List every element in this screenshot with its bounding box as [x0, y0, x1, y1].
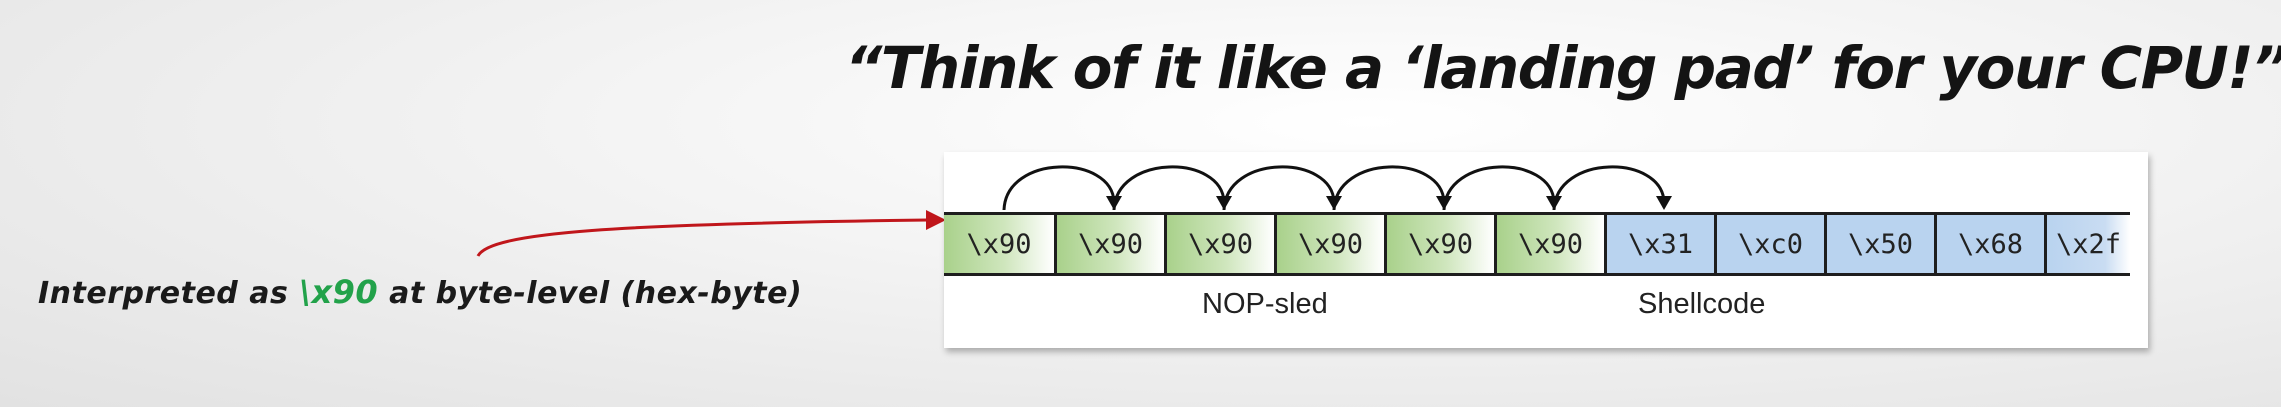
pointer-arrow-head: [926, 210, 946, 230]
nop-byte-cell: \x90: [1274, 215, 1384, 273]
memory-diagram: \x90\x90\x90\x90\x90\x90\x31\xc0\x50\x68…: [944, 152, 2148, 348]
nop-sled-label: NOP-sled: [1202, 288, 1328, 320]
byte-level-caption: Interpreted as \x90 at byte-level (hex-b…: [38, 270, 802, 316]
jump-arrow: [1332, 165, 1452, 211]
nop-byte-cell: \x90: [1384, 215, 1494, 273]
jump-arrow: [1112, 165, 1232, 211]
jump-arcs: [1002, 165, 1672, 211]
caption-prefix: Interpreted as: [38, 276, 300, 311]
jump-arrow: [1552, 165, 1672, 211]
shellcode-label: Shellcode: [1638, 288, 1766, 320]
nop-byte-cell: \x90: [944, 215, 1054, 273]
shellcode-byte-cell: \xc0: [1714, 215, 1824, 273]
caption-suffix: at byte-level (hex-byte): [378, 276, 803, 311]
jump-arrow: [1222, 165, 1342, 211]
nop-byte-cell: \x90: [1164, 215, 1274, 273]
shellcode-byte-cell: \x2f: [2044, 215, 2130, 273]
nop-byte-cell: \x90: [1054, 215, 1164, 273]
nop-byte-cell: \x90: [1494, 215, 1604, 273]
jump-arrow: [1442, 165, 1562, 211]
caption-hex-byte: \x90: [299, 273, 379, 311]
shellcode-byte-cell: \x50: [1824, 215, 1934, 273]
pointer-arrow-line: [476, 218, 929, 257]
shellcode-byte-cell: \x68: [1934, 215, 2044, 273]
shellcode-byte-cell: \x31: [1604, 215, 1714, 273]
byte-row: \x90\x90\x90\x90\x90\x90\x31\xc0\x50\x68…: [944, 212, 2130, 276]
headline-quote: “Think of it like a ‘landing pad’ for yo…: [845, 34, 2281, 102]
jump-arrow: [1002, 165, 1122, 211]
